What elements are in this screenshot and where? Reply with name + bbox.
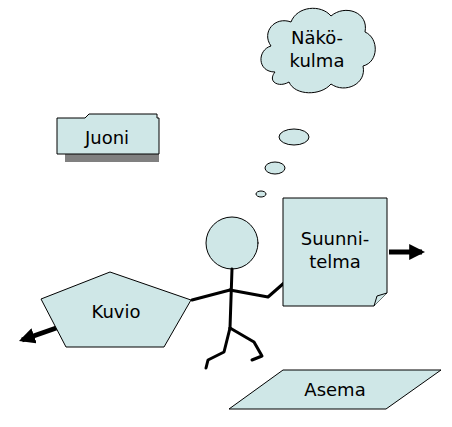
direction-arrow	[389, 250, 422, 255]
thought-bubble	[265, 162, 285, 174]
node-label: Näkö- kulma	[277, 12, 357, 86]
parallelogram-part	[229, 370, 441, 409]
document-shape: Suunni- telma	[282, 197, 388, 307]
document-part	[374, 293, 387, 306]
node-label: Kuvio	[70, 291, 162, 331]
node-label: Juoni	[55, 118, 159, 156]
node-label: Suunni- telma	[290, 207, 380, 293]
cloud-part	[261, 8, 375, 92]
node-label: Asema	[278, 371, 392, 408]
pentagon-shape: Kuvio	[40, 271, 192, 348]
cloud-shape: Näkö- kulma	[255, 2, 379, 96]
thought-bubble	[256, 191, 266, 197]
parallelogram-shape: Asema	[228, 369, 442, 410]
cloud-outline	[255, 2, 379, 96]
thought-bubble	[279, 129, 309, 145]
stick-figure	[192, 217, 284, 368]
document-part	[283, 198, 387, 306]
pentagon-part	[41, 272, 191, 347]
folder-shape: Juoni	[55, 112, 167, 162]
